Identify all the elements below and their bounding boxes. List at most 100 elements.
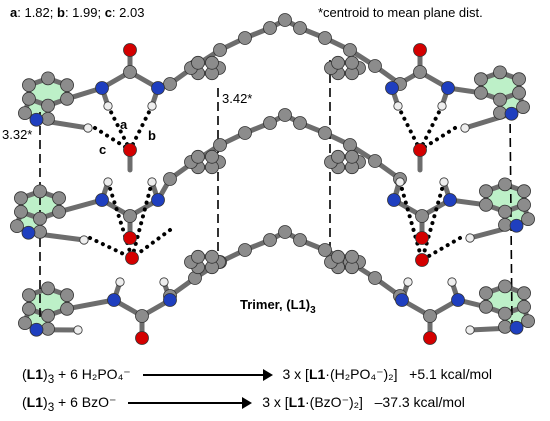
trimer-label-subscript: 3: [310, 305, 316, 316]
carbon-atom: [278, 108, 292, 122]
centroid-note: *centroid to mean plane dist.: [318, 5, 483, 20]
hydrogen-atom: [103, 101, 113, 111]
carbon-atom: [213, 43, 227, 57]
hydrogen-atom: [393, 101, 403, 111]
carbon-atom: [423, 309, 437, 323]
carbon-atom: [368, 154, 382, 168]
carbon-atom: [22, 78, 36, 93]
carbon-atom: [33, 211, 47, 226]
carbon-atom: [318, 126, 332, 140]
nitrogen-atom: [451, 293, 465, 307]
hydrogen-bond: [128, 104, 154, 152]
nitrogen-atom: [151, 81, 165, 95]
carbon-atom: [41, 321, 55, 336]
distance-label-left: 3.32*: [2, 127, 32, 142]
carbon-atom: [498, 306, 512, 321]
carbon-atom: [345, 149, 359, 164]
bond-a-value: : 1.82;: [17, 5, 57, 20]
nitrogen-atom: [443, 193, 457, 207]
hydrogen-bond: [88, 236, 134, 260]
hydrogen-bond: [396, 104, 422, 152]
carbon-atom: [318, 31, 332, 45]
carbon-atom: [516, 100, 530, 115]
hydrogen-atom: [103, 177, 113, 187]
bond: [56, 197, 105, 215]
carbon-atom: [41, 71, 55, 86]
carbon-atom: [238, 31, 252, 45]
hydrogen-bond: [420, 180, 446, 262]
carbon-atom: [293, 116, 307, 130]
hydrogen-bond: [130, 180, 154, 260]
carbon-atom: [41, 98, 55, 113]
carbon-atom: [278, 13, 292, 27]
carbon-atom: [205, 149, 219, 164]
carbon-atom: [493, 92, 507, 107]
hydrogen-atom: [115, 277, 125, 287]
carbon-atom: [52, 191, 66, 206]
oxygen-atom: [123, 43, 137, 57]
carbon-atom: [512, 72, 526, 87]
nitrogen-atom: [107, 293, 121, 307]
carbon-atom: [22, 91, 36, 106]
eq1-energy: +5.1 kcal/mol: [409, 366, 493, 382]
bond-c-value: : 2.03: [112, 5, 145, 20]
hydrogen-atom: [83, 123, 93, 133]
carbon-atom: [345, 249, 359, 264]
hydrogen-bond: [398, 180, 424, 262]
carbon-atom: [498, 177, 512, 192]
bond-c-label: c: [105, 5, 112, 20]
trimer-label-text: Trimer, (L1): [240, 297, 310, 312]
carbon-atom: [238, 243, 252, 257]
carbon-atom: [479, 184, 493, 199]
hydrogen-atom: [439, 177, 449, 187]
eq2-arrow: [128, 397, 253, 410]
nitrogen-atom: [509, 320, 524, 335]
carbon-atom: [205, 55, 219, 70]
carbon-atom: [135, 309, 149, 323]
nitrogen-atom: [387, 193, 401, 207]
carbon-atom: [18, 316, 32, 331]
hydrogen-atom: [465, 325, 475, 335]
oxygen-atom: [123, 231, 137, 245]
bond-b-label: b: [57, 5, 65, 20]
hydrogen-atom: [460, 123, 470, 133]
carbon-atom: [331, 55, 345, 70]
eq2-lhs-rest: + 6 BzO⁻: [54, 394, 117, 410]
nitrogen-atom: [441, 81, 455, 95]
carbon-atom: [474, 72, 488, 87]
carbon-atom: [517, 286, 531, 301]
hydrogen-bond: [130, 228, 172, 260]
carbon-atom: [41, 308, 55, 323]
nitrogen-atom: [385, 81, 399, 95]
carbon-atom: [521, 212, 535, 227]
oxygen-atom: [125, 251, 139, 265]
hydrogen-atom: [395, 177, 405, 187]
carbon-atom: [14, 204, 28, 219]
carbon-atom: [18, 106, 32, 121]
carbon-atom: [318, 243, 332, 257]
eq1-lhs-ligand: L1: [26, 366, 44, 382]
carbon-atom: [498, 279, 512, 294]
carbon-atom: [60, 78, 74, 93]
carbon-atom: [479, 299, 493, 314]
bond-distances-caption: a: 1.82; b: 1.99; c: 2.03: [10, 5, 144, 20]
hydrogen-atom: [437, 101, 447, 111]
carbon-atom: [415, 209, 429, 223]
carbon-atom: [331, 149, 345, 164]
carbon-atom: [191, 249, 205, 264]
carbon-atom: [33, 184, 47, 199]
oxygen-atom: [415, 253, 429, 267]
nitrogen-atom: [504, 106, 519, 121]
carbon-atom: [343, 138, 357, 152]
carbon-atom: [474, 85, 488, 100]
carbon-atom: [517, 197, 531, 212]
carbon-atom: [123, 65, 137, 79]
hydrogen-atom: [147, 177, 157, 187]
carbon-atom: [33, 224, 47, 239]
carbon-atom: [263, 233, 277, 247]
eq2-rhs-rest: ·(BzO⁻)₂]: [305, 394, 363, 410]
carbon-atom: [60, 91, 74, 106]
carbon-atom: [498, 217, 512, 232]
hydrogen-atom: [159, 277, 169, 287]
